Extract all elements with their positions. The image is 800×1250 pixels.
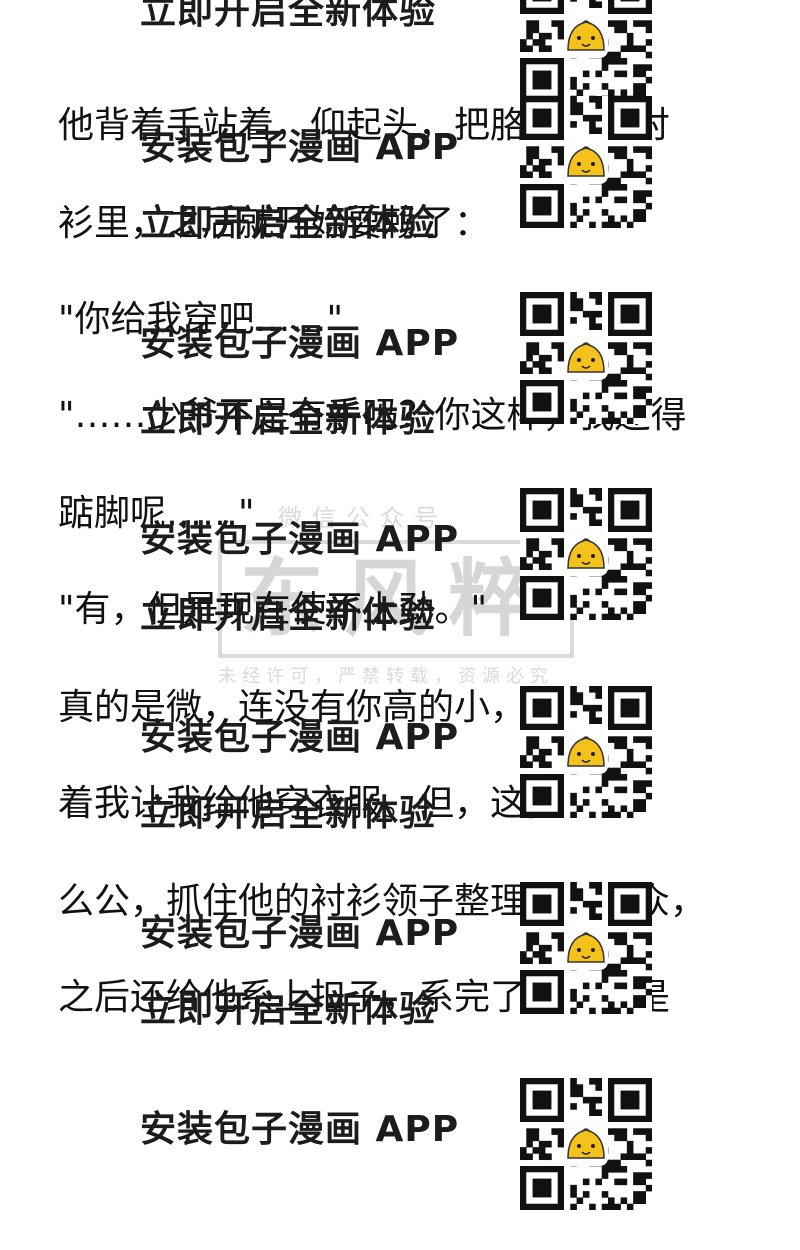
promo-subtitle: 立即开启全新体验	[140, 0, 437, 32]
qr-code-icon[interactable]	[520, 882, 652, 1014]
bun-mascot-icon	[564, 140, 608, 184]
story-line: "有，但是现在使不上劲。"	[58, 589, 488, 630]
watermark-logo: 东风粹	[218, 540, 574, 658]
bun-mascot-icon	[564, 336, 608, 380]
qr-code-icon[interactable]	[520, 0, 652, 102]
promo-title: 安装包子漫画 APP	[140, 717, 460, 758]
story-line: 衫里，之后就开始耍赖了：	[58, 203, 491, 244]
promo-subtitle: 立即开启全新体验	[140, 989, 437, 1030]
app-promo-overlay[interactable]: 安装包子漫画 APP 立即开启全新体验	[0, 882, 800, 1054]
qr-code-icon[interactable]	[520, 686, 652, 818]
qr-code-icon[interactable]	[520, 488, 652, 620]
app-promo-overlay[interactable]: 安装包子漫画 APP	[0, 1078, 800, 1250]
promo-title: 安装包子漫画 APP	[140, 519, 460, 560]
promo-subtitle: 立即开启全新体验	[140, 399, 437, 440]
qr-code-icon[interactable]	[520, 292, 652, 424]
publisher-watermark: 微信公众号 东风粹 未经许可，严禁转载，资源必究	[218, 498, 580, 687]
app-promo-overlay[interactable]: 立即开启全新体验	[0, 0, 800, 132]
watermark-bottom-text: 未经许可，严禁转载，资源必究	[218, 666, 554, 687]
bun-mascot-icon	[564, 532, 608, 576]
promo-title: 安装包子漫画 APP	[140, 913, 460, 954]
qr-code-icon[interactable]	[520, 1078, 652, 1210]
story-line: 踮脚呢……"	[58, 493, 255, 534]
bun-mascot-icon	[564, 926, 608, 970]
bun-mascot-icon	[564, 1122, 608, 1166]
watermark-top-text: 微信公众号	[278, 504, 448, 532]
promo-subtitle: 立即开启全新体验	[140, 203, 437, 244]
app-promo-overlay[interactable]: 安装包子漫画 APP 立即开启全新体验	[0, 488, 800, 660]
reader-page: 微信公众号 东风粹 未经许可，严禁转载，资源必究 他背着手站着，仰起头，把胳膊伸…	[0, 0, 800, 1210]
app-promo-overlay[interactable]: 安装包子漫画 APP 立即开启全新体验	[0, 96, 800, 268]
promo-title: 安装包子漫画 APP	[140, 127, 460, 168]
app-promo-overlay[interactable]: 安装包子漫画 APP 立即开启全新体验	[0, 686, 800, 858]
qr-code-icon[interactable]	[520, 96, 652, 228]
promo-title: 安装包子漫画 APP	[140, 323, 460, 364]
promo-title: 安装包子漫画 APP	[140, 1109, 460, 1150]
promo-subtitle: 立即开启全新体验	[140, 595, 437, 636]
app-promo-overlay[interactable]: 安装包子漫画 APP 立即开启全新体验	[0, 292, 800, 464]
bun-mascot-icon	[564, 14, 608, 58]
promo-subtitle: 立即开启全新体验	[140, 793, 437, 834]
story-line: "你给我穿吧……"	[58, 299, 344, 340]
bun-mascot-icon	[564, 730, 608, 774]
